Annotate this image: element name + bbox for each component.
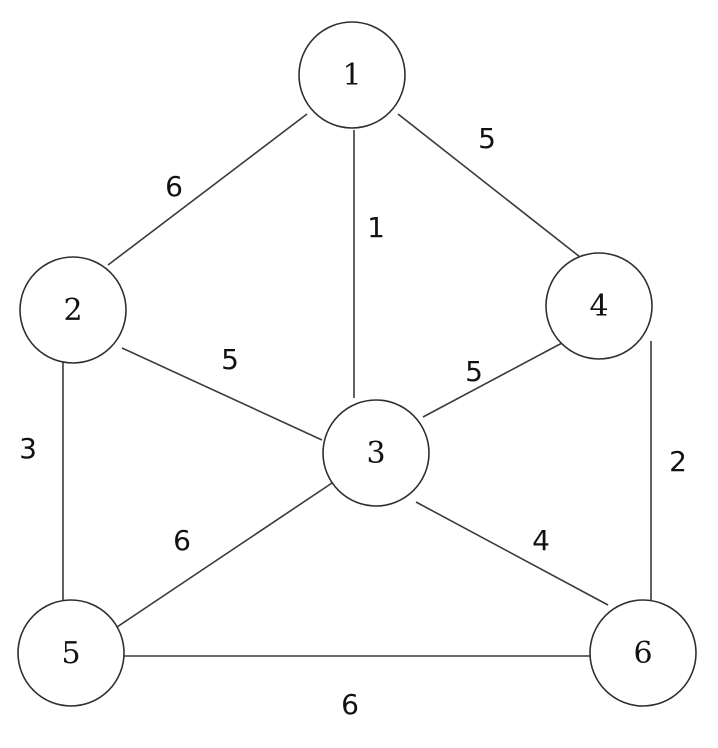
node-label-3: 3	[366, 436, 385, 471]
edge-weight-3-5: 6	[173, 524, 191, 557]
edge-weight-4-6: 2	[669, 445, 687, 478]
node-circle-1	[298, 21, 406, 129]
edge-weights-layer: 6 1 5 5 5 3 2 6 4 6	[19, 122, 687, 721]
node-label-6: 6	[633, 636, 652, 671]
node-5: 5	[17, 599, 125, 707]
edge-weight-1-2: 6	[165, 170, 183, 203]
node-circle-6	[589, 599, 697, 707]
node-label-1: 1	[342, 58, 361, 93]
edge-2-3	[121, 347, 323, 441]
node-3: 3	[322, 399, 430, 507]
node-circle-2	[19, 256, 127, 364]
node-circle-4	[545, 252, 653, 360]
edges-layer	[62, 113, 652, 657]
edge-weight-1-3: 1	[367, 211, 385, 244]
edge-weight-4-3: 5	[465, 355, 483, 388]
edge-1-4	[397, 113, 581, 258]
edge-4-3	[422, 342, 563, 418]
edge-1-2	[107, 113, 308, 266]
node-circle-3	[322, 399, 430, 507]
edge-weight-5-6: 6	[341, 688, 359, 721]
edge-3-6	[415, 501, 609, 606]
edge-3-5	[116, 480, 336, 628]
nodes-layer: 1 2 3 4 5 6	[17, 21, 697, 707]
node-1: 1	[298, 21, 406, 129]
edge-weight-1-4: 5	[478, 122, 496, 155]
edge-weight-2-3: 5	[221, 343, 239, 376]
edge-weight-2-5: 3	[19, 432, 37, 465]
node-6: 6	[589, 599, 697, 707]
node-circle-5	[17, 599, 125, 707]
node-2: 2	[19, 256, 127, 364]
node-label-4: 4	[589, 289, 608, 324]
edge-weight-3-6: 4	[532, 524, 550, 557]
node-4: 4	[545, 252, 653, 360]
node-label-5: 5	[61, 636, 80, 671]
node-label-2: 2	[63, 293, 82, 328]
